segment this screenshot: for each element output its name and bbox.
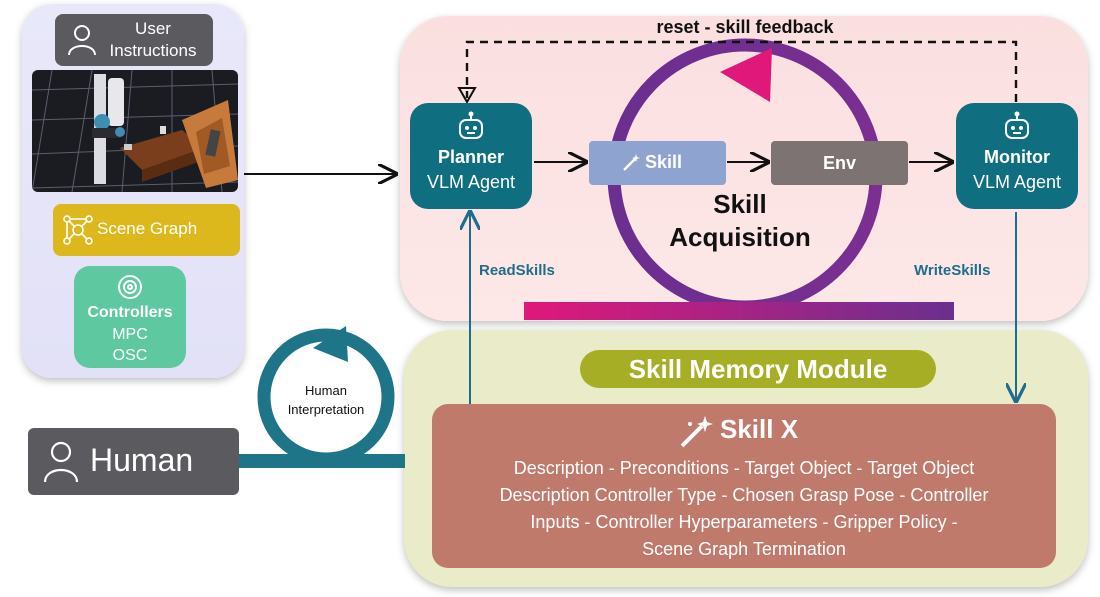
robot-scene-image [32, 70, 238, 192]
feedback-dashed-line [465, 40, 1018, 102]
skill-x-desc-line: Scene Graph Termination [642, 539, 846, 559]
scene-graph-box: Scene Graph [53, 204, 240, 256]
monitor-agent: Monitor VLM Agent [956, 103, 1078, 209]
env-box: Env [771, 141, 908, 185]
robot-icon [459, 111, 483, 139]
controllers-box: Controllers MPC OSC [74, 266, 186, 368]
controller-mpc: MPC [112, 326, 148, 343]
acquisition-title-line2: Acquisition [669, 222, 811, 252]
human-interpretation-loop [257, 328, 395, 466]
human-interpretation-label: Human Interpretation [276, 381, 376, 419]
controller-osc: OSC [112, 347, 148, 364]
planner-name: Planner [437, 147, 505, 167]
feedback-arrowhead [457, 87, 477, 105]
controller-gear-icon [118, 275, 142, 299]
user-instructions-box: User Instructions [55, 14, 213, 66]
magic-wand-icon [680, 416, 713, 448]
scene-graph-label: Scene Graph [97, 219, 198, 238]
user-instructions-label: User Instructions [97, 18, 209, 62]
skill-x-desc-line: Description Controller Type - Chosen Gra… [499, 485, 989, 505]
planner-agent: Planner VLM Agent [410, 103, 532, 209]
user-line1: User [135, 19, 171, 38]
skill-label: Skill [645, 152, 683, 172]
human-label: Human [90, 442, 194, 478]
human-interpretation-line2: Interpretation [287, 402, 365, 417]
skill-box: Skill [589, 141, 726, 185]
scene-graph-icon [63, 215, 93, 245]
skill-x-desc-line: Description - Preconditions - Target Obj… [513, 458, 975, 478]
memory-module-title: Skill Memory Module [580, 350, 936, 388]
monitor-role: VLM Agent [972, 172, 1062, 192]
human-loop-arrowhead [313, 326, 348, 362]
acquisition-loop-arrowhead [720, 48, 772, 102]
write-skills-label: WriteSkills [914, 262, 991, 279]
skill-x-card: Skill X Description - Preconditions - Ta… [432, 404, 1056, 568]
skill-acquisition-title: Skill Acquisition [640, 188, 840, 254]
magic-wand-icon [623, 154, 640, 171]
user-icon [68, 25, 96, 56]
user-line2: Instructions [109, 41, 197, 60]
feedback-label: reset - skill feedback [656, 17, 834, 37]
planner-role: VLM Agent [426, 172, 516, 192]
person-icon [43, 441, 79, 483]
controllers-title: Controllers [87, 304, 173, 321]
acquisition-title-line1: Skill [713, 189, 767, 219]
skill-x-title: Skill X [720, 414, 799, 444]
monitor-name: Monitor [984, 147, 1050, 167]
robot-icon [1005, 111, 1029, 139]
skill-x-desc-line: Inputs - Controller Hyperparameters - Gr… [530, 512, 958, 532]
human-box: Human [28, 428, 239, 495]
human-interpretation-line1: Human [305, 383, 347, 398]
acquisition-loop-base [524, 302, 954, 320]
read-skills-label: ReadSkills [479, 262, 555, 279]
